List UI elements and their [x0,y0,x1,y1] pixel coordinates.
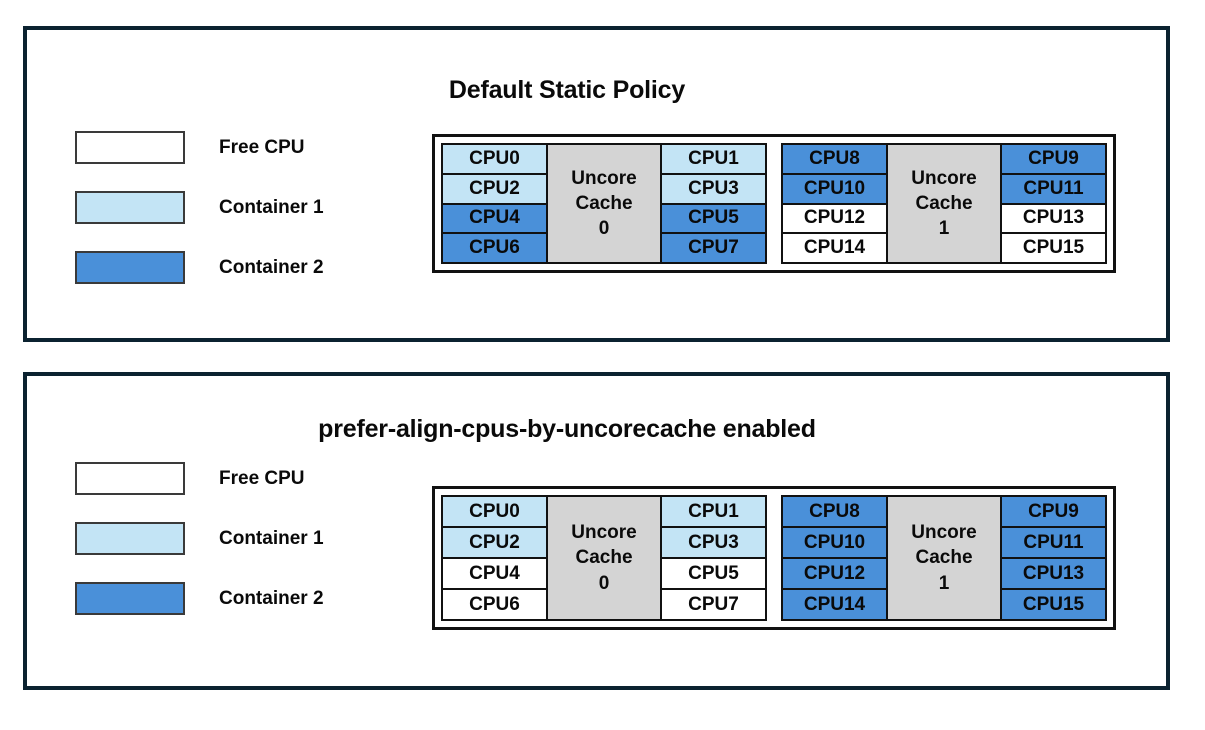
uncore-cache-index: 1 [938,572,950,594]
uncore-cache-index: 0 [598,572,610,594]
cache-group-0: CPU0 CPU2 CPU4 CPU6 Uncore Cache 0 CPU1 … [441,143,767,264]
cpu-cell: CPU1 [662,497,765,528]
cpu-column-left: CPU8 CPU10 CPU12 CPU14 [783,497,886,619]
cpu-cell: CPU5 [662,559,765,590]
cpu-cell: CPU12 [783,559,886,590]
uncore-cache-0: Uncore Cache 0 [546,497,662,619]
legend-label-free-cpu: Free CPU [219,136,305,158]
uncore-cache-line-1: Uncore [571,522,637,544]
uncore-cache-line-1: Uncore [911,167,977,189]
legend-item-container-2: Container 2 [75,251,324,284]
cpu-column-right: CPU9 CPU11 CPU13 CPU15 [1002,497,1105,619]
legend-swatch-container-2 [75,251,185,284]
cache-group-1: CPU8 CPU10 CPU12 CPU14 Uncore Cache 1 CP… [781,143,1107,264]
cpu-column-right: CPU9 CPU11 CPU13 CPU15 [1002,145,1105,262]
legend-item-free-cpu: Free CPU [75,462,324,495]
cpu-cell: CPU14 [783,590,886,619]
cpu-topology-table: CPU0 CPU2 CPU4 CPU6 Uncore Cache 0 CPU1 … [432,134,1116,273]
legend-item-container-2: Container 2 [75,582,324,615]
cpu-cell: CPU4 [443,559,546,590]
legend-label-container-2: Container 2 [219,256,324,278]
legend-swatch-container-1 [75,191,185,224]
panel-default-static-policy: Default Static Policy Free CPU Container… [23,26,1170,342]
uncore-cache-line-2: Cache [915,192,973,214]
cpu-column-right: CPU1 CPU3 CPU5 CPU7 [662,497,765,619]
cpu-column-left: CPU0 CPU2 CPU4 CPU6 [443,145,546,262]
cpu-cell: CPU8 [783,145,886,175]
page-title: Default Static Policy [448,76,686,104]
cpu-cell: CPU12 [783,204,886,235]
cache-group-0: CPU0 CPU2 CPU4 CPU6 Uncore Cache 0 CPU1 … [441,495,767,621]
legend-label-container-1: Container 1 [219,527,324,549]
cpu-column-left: CPU0 CPU2 CPU4 CPU6 [443,497,546,619]
cpu-column-right: CPU1 CPU3 CPU5 CPU7 [662,145,765,262]
uncore-cache-line-2: Cache [575,547,633,569]
legend-swatch-container-2 [75,582,185,615]
uncore-cache-line-1: Uncore [571,167,637,189]
legend: Free CPU Container 1 Container 2 [75,462,324,615]
legend-label-free-cpu: Free CPU [219,467,305,489]
cpu-cell: CPU2 [443,528,546,559]
legend-item-container-1: Container 1 [75,522,324,555]
uncore-cache-1: Uncore Cache 1 [886,145,1002,262]
cpu-cell: CPU2 [443,174,546,205]
legend-label-container-2: Container 2 [219,587,324,609]
panel-prefer-align-cpus-by-uncorecache: prefer-align-cpus-by-uncorecache enabled… [23,372,1170,690]
legend-item-container-1: Container 1 [75,191,324,224]
cpu-cell: CPU7 [662,590,765,619]
uncore-cache-line-2: Cache [915,547,973,569]
cpu-cell: CPU3 [662,528,765,559]
cpu-cell: CPU3 [662,174,765,205]
page-title: prefer-align-cpus-by-uncorecache enabled [318,415,816,443]
cpu-cell: CPU7 [662,234,765,262]
cpu-cell: CPU9 [1002,145,1105,175]
cpu-cell: CPU5 [662,204,765,235]
cpu-cell: CPU0 [443,497,546,528]
cpu-topology-table: CPU0 CPU2 CPU4 CPU6 Uncore Cache 0 CPU1 … [432,486,1116,630]
cache-group-1: CPU8 CPU10 CPU12 CPU14 Uncore Cache 1 CP… [781,495,1107,621]
cpu-cell: CPU9 [1002,497,1105,528]
legend-swatch-free-cpu [75,131,185,164]
cpu-cell: CPU6 [443,234,546,262]
cpu-cell: CPU4 [443,204,546,235]
uncore-cache-index: 1 [938,218,950,240]
cpu-cell: CPU1 [662,145,765,175]
legend-swatch-free-cpu [75,462,185,495]
cpu-cell: CPU15 [1002,234,1105,262]
cpu-cell: CPU11 [1002,174,1105,205]
uncore-cache-1: Uncore Cache 1 [886,497,1002,619]
cpu-cell: CPU13 [1002,559,1105,590]
legend-swatch-container-1 [75,522,185,555]
cpu-column-left: CPU8 CPU10 CPU12 CPU14 [783,145,886,262]
cpu-cell: CPU6 [443,590,546,619]
uncore-cache-line-1: Uncore [911,522,977,544]
cpu-cell: CPU14 [783,234,886,262]
cpu-cell: CPU10 [783,174,886,205]
uncore-cache-0: Uncore Cache 0 [546,145,662,262]
legend-label-container-1: Container 1 [219,196,324,218]
cpu-cell: CPU10 [783,528,886,559]
uncore-cache-line-2: Cache [575,192,633,214]
uncore-cache-index: 0 [598,218,610,240]
cpu-cell: CPU11 [1002,528,1105,559]
cpu-cell: CPU0 [443,145,546,175]
legend: Free CPU Container 1 Container 2 [75,131,324,284]
cpu-cell: CPU8 [783,497,886,528]
cpu-cell: CPU15 [1002,590,1105,619]
legend-item-free-cpu: Free CPU [75,131,324,164]
cpu-cell: CPU13 [1002,204,1105,235]
